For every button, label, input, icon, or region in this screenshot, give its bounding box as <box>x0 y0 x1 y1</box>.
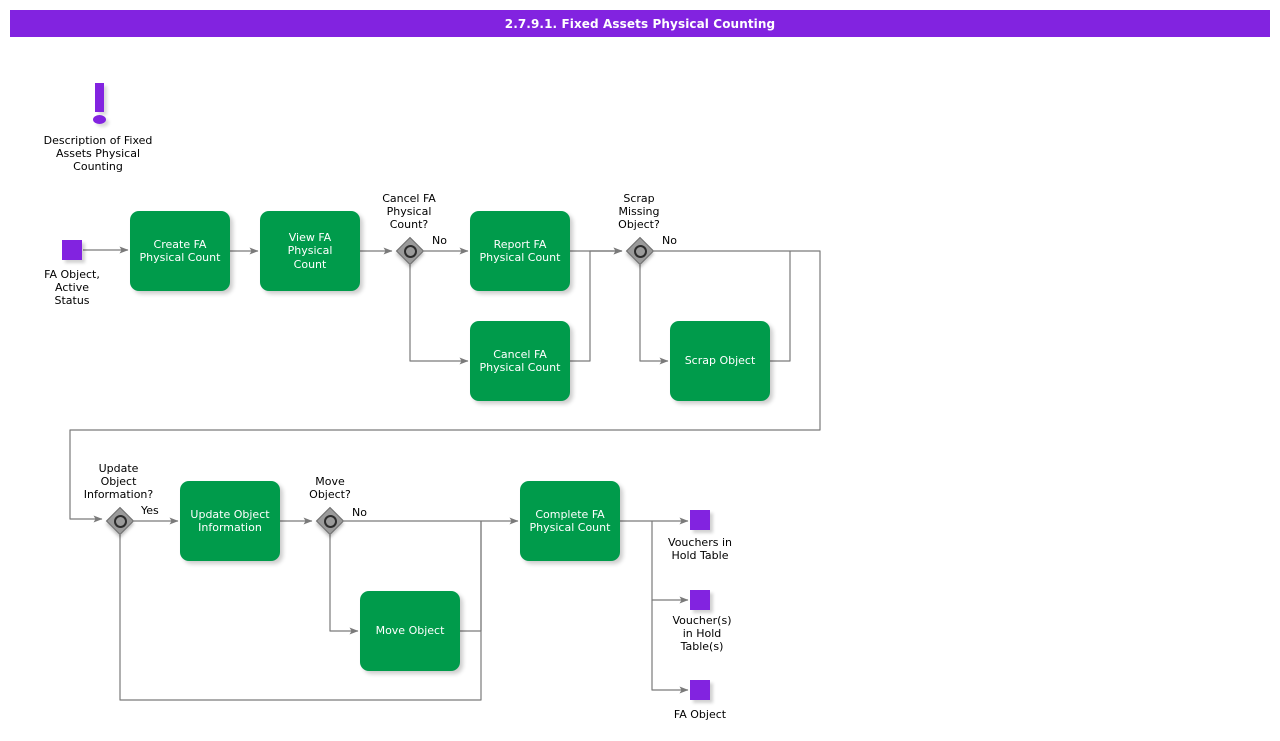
task-scrap-object[interactable]: Scrap Object <box>670 321 770 401</box>
flow-moveobj-to-join <box>460 521 482 632</box>
gateway-label-scrap: Scrap Missing Object? <box>618 192 660 231</box>
task-move-object[interactable]: Move Object <box>360 591 460 671</box>
task-label: Complete FA Physical Count <box>529 507 611 535</box>
task-label: Scrap Object <box>684 354 756 368</box>
gateway-ring-icon <box>114 515 127 528</box>
flow-gwmove-to-moveobj <box>329 535 359 635</box>
page-title: 2.7.9.1. Fixed Assets Physical Counting <box>504 16 776 31</box>
gateway-move-object[interactable] <box>315 506 345 536</box>
annotation-label: Description of Fixed Assets Physical Cou… <box>43 134 153 173</box>
task-label: Move Object <box>375 624 445 638</box>
gateway-label-cancel: Cancel FA Physical Count? <box>382 192 436 231</box>
task-label: Cancel FA Physical Count <box>479 347 561 375</box>
task-label: Create FA Physical Count <box>139 237 221 265</box>
end-node-vouchers-in-hold-table[interactable] <box>690 510 710 530</box>
exclamation-icon <box>90 83 112 129</box>
end-node-label-vouchers: Vouchers in Hold Table <box>668 536 732 562</box>
task-report-fa-physical-count[interactable]: Report FA Physical Count <box>470 211 570 291</box>
exclamation-bar <box>95 83 104 112</box>
end-node-vouchers-in-hold-tables[interactable] <box>690 590 710 610</box>
gateway-label-move: Move Object? <box>309 475 351 501</box>
branch-label-scrap-no: No <box>662 234 677 247</box>
task-create-fa-physical-count[interactable]: Create FA Physical Count <box>130 211 230 291</box>
start-node-fa-object-active[interactable] <box>62 240 82 260</box>
flow-scrapobj-to-join <box>770 251 791 362</box>
exclamation-dot <box>93 115 106 124</box>
gateway-ring-icon <box>324 515 337 528</box>
task-label: Update Object Information <box>190 507 270 535</box>
end-node-label-fa-object: FA Object <box>673 708 727 721</box>
page-header: 2.7.9.1. Fixed Assets Physical Counting <box>10 10 1270 37</box>
gateway-scrap-missing-object[interactable] <box>625 236 655 266</box>
end-node-fa-object[interactable] <box>690 680 710 700</box>
gateway-ring-icon <box>634 245 647 258</box>
flow-gwcancel-to-cancel <box>409 265 469 365</box>
gateway-label-update: Update Object Information? <box>83 462 154 501</box>
task-update-object-information[interactable]: Update Object Information <box>180 481 280 561</box>
gateway-update-object-information[interactable] <box>105 506 135 536</box>
gateway-ring-icon <box>404 245 417 258</box>
task-cancel-fa-physical-count[interactable]: Cancel FA Physical Count <box>470 321 570 401</box>
task-label: Report FA Physical Count <box>479 237 561 265</box>
task-view-fa-physical-count[interactable]: View FA Physical Count <box>260 211 360 291</box>
end-node-label-vouchers-s: Voucher(s) in Hold Table(s) <box>672 614 732 653</box>
flow-cancel-to-gwscrap <box>570 247 623 362</box>
flow-gwscrap-to-scrapobj <box>639 265 669 365</box>
branch-label-update-yes: Yes <box>141 504 159 517</box>
task-complete-fa-physical-count[interactable]: Complete FA Physical Count <box>520 481 620 561</box>
branch-label-cancel-no: No <box>432 234 447 247</box>
task-label: View FA Physical Count <box>287 230 333 271</box>
start-node-label: FA Object, Active Status <box>44 268 100 307</box>
branch-label-move-no: No <box>352 506 367 519</box>
gateway-cancel-fa-physical-count[interactable] <box>395 236 425 266</box>
